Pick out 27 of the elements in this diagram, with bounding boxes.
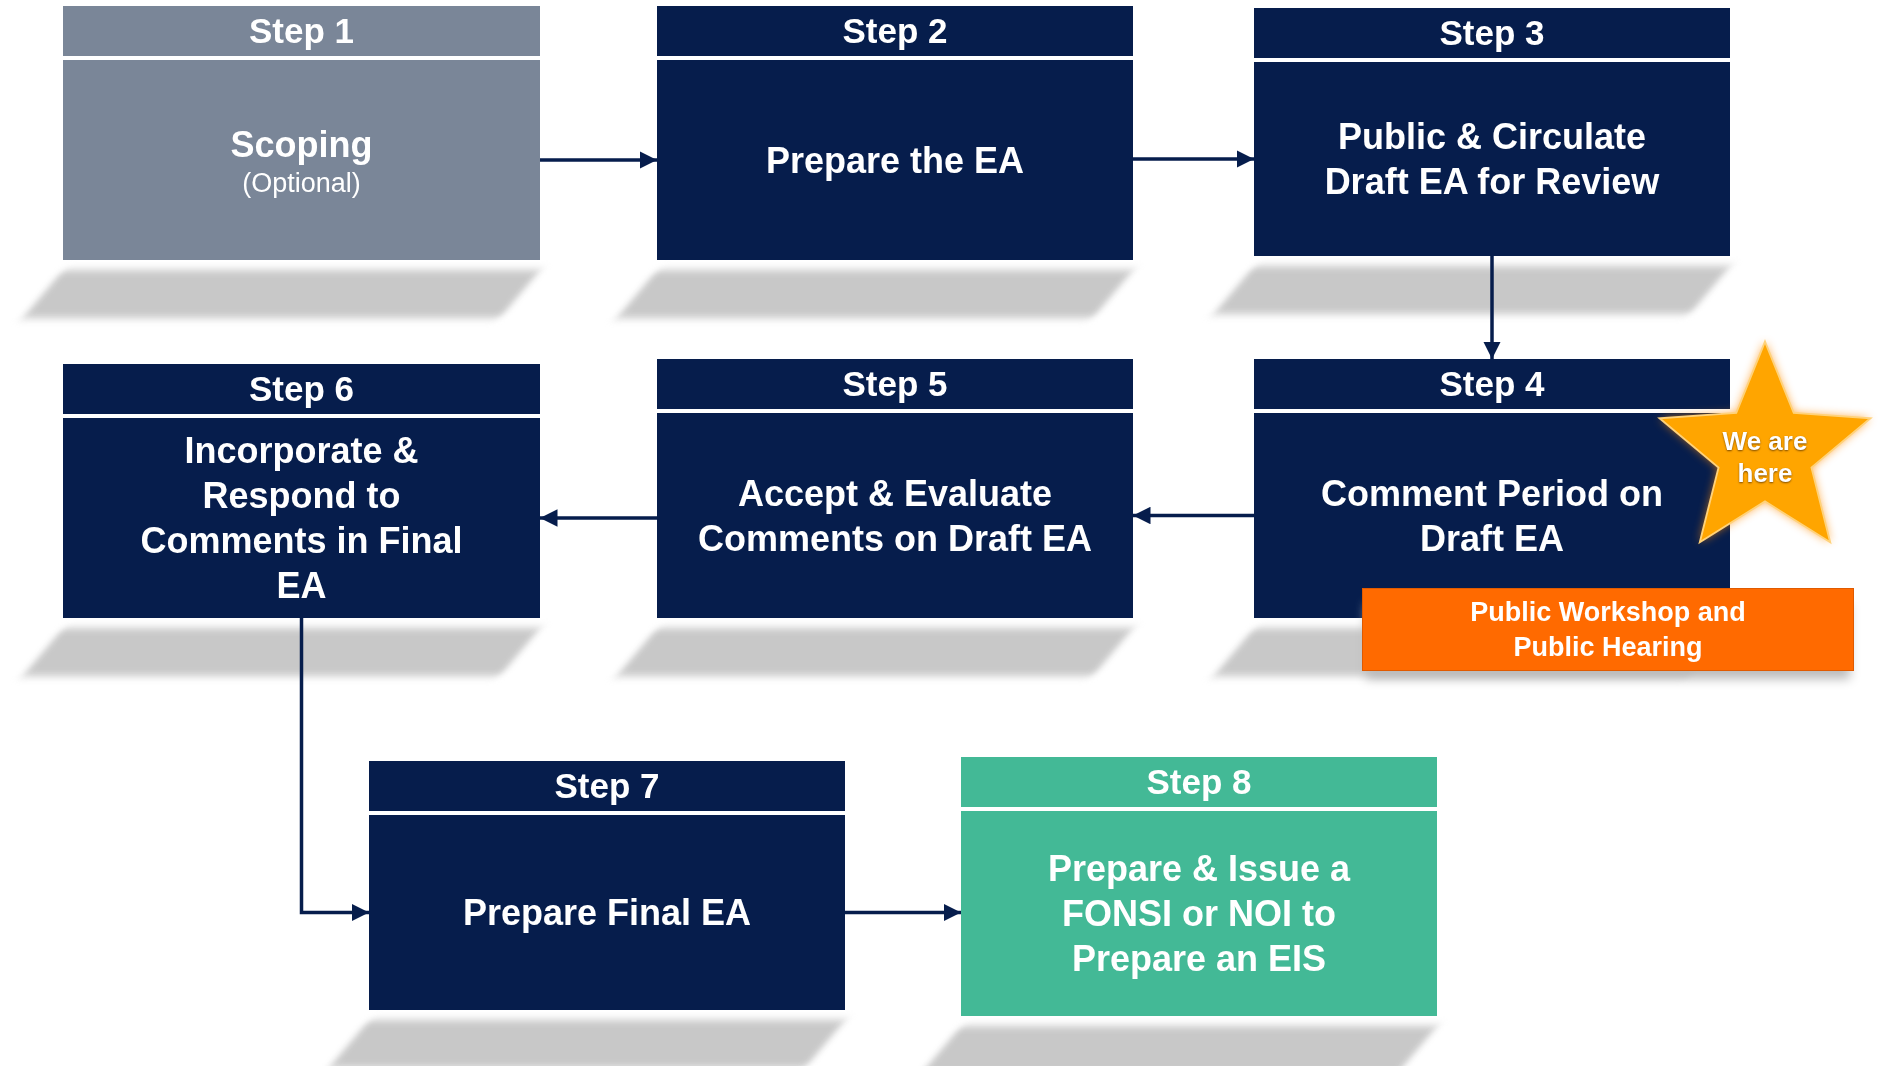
- step-header: Step 2: [657, 6, 1133, 56]
- step-header: Step 7: [369, 761, 845, 811]
- step-header: Step 1: [63, 6, 540, 56]
- arrow: [845, 903, 961, 922]
- step-title: Prepare Final EA: [462, 891, 752, 935]
- step-title: Comment Period on Draft EA: [1320, 471, 1664, 561]
- callout-bar: [1362, 588, 1854, 671]
- step-header: Step 3: [1254, 8, 1730, 58]
- step-title: Public & Circulate Draft EA for Review: [1323, 115, 1661, 204]
- step-header: Step 6: [63, 364, 540, 414]
- arrow: [540, 509, 657, 527]
- step-note: (Optional): [242, 166, 361, 199]
- step-header: Step 4: [1254, 359, 1730, 409]
- step-title: Accept & Evaluate Comments on Draft EA: [697, 471, 1093, 561]
- step-title: Incorporate & Respond to Comments in Final EA: [139, 429, 464, 608]
- arrow: [1133, 150, 1254, 168]
- arrow: [1483, 256, 1501, 359]
- step-title: Scoping: [230, 122, 373, 167]
- arrow: [540, 151, 657, 169]
- step-title: Prepare the EA: [765, 138, 1025, 183]
- arrow: [1133, 506, 1254, 525]
- star-label: We are here: [1721, 425, 1809, 489]
- step-header: Step 5: [657, 359, 1133, 409]
- step-title: Prepare & Issue a FONSI or NOI to Prepare an EIS: [1046, 847, 1352, 981]
- arrow: [299, 618, 369, 922]
- step-header: Step 8: [961, 757, 1437, 807]
- callout-text: Public Workshop and Public Hearing: [1469, 595, 1747, 664]
